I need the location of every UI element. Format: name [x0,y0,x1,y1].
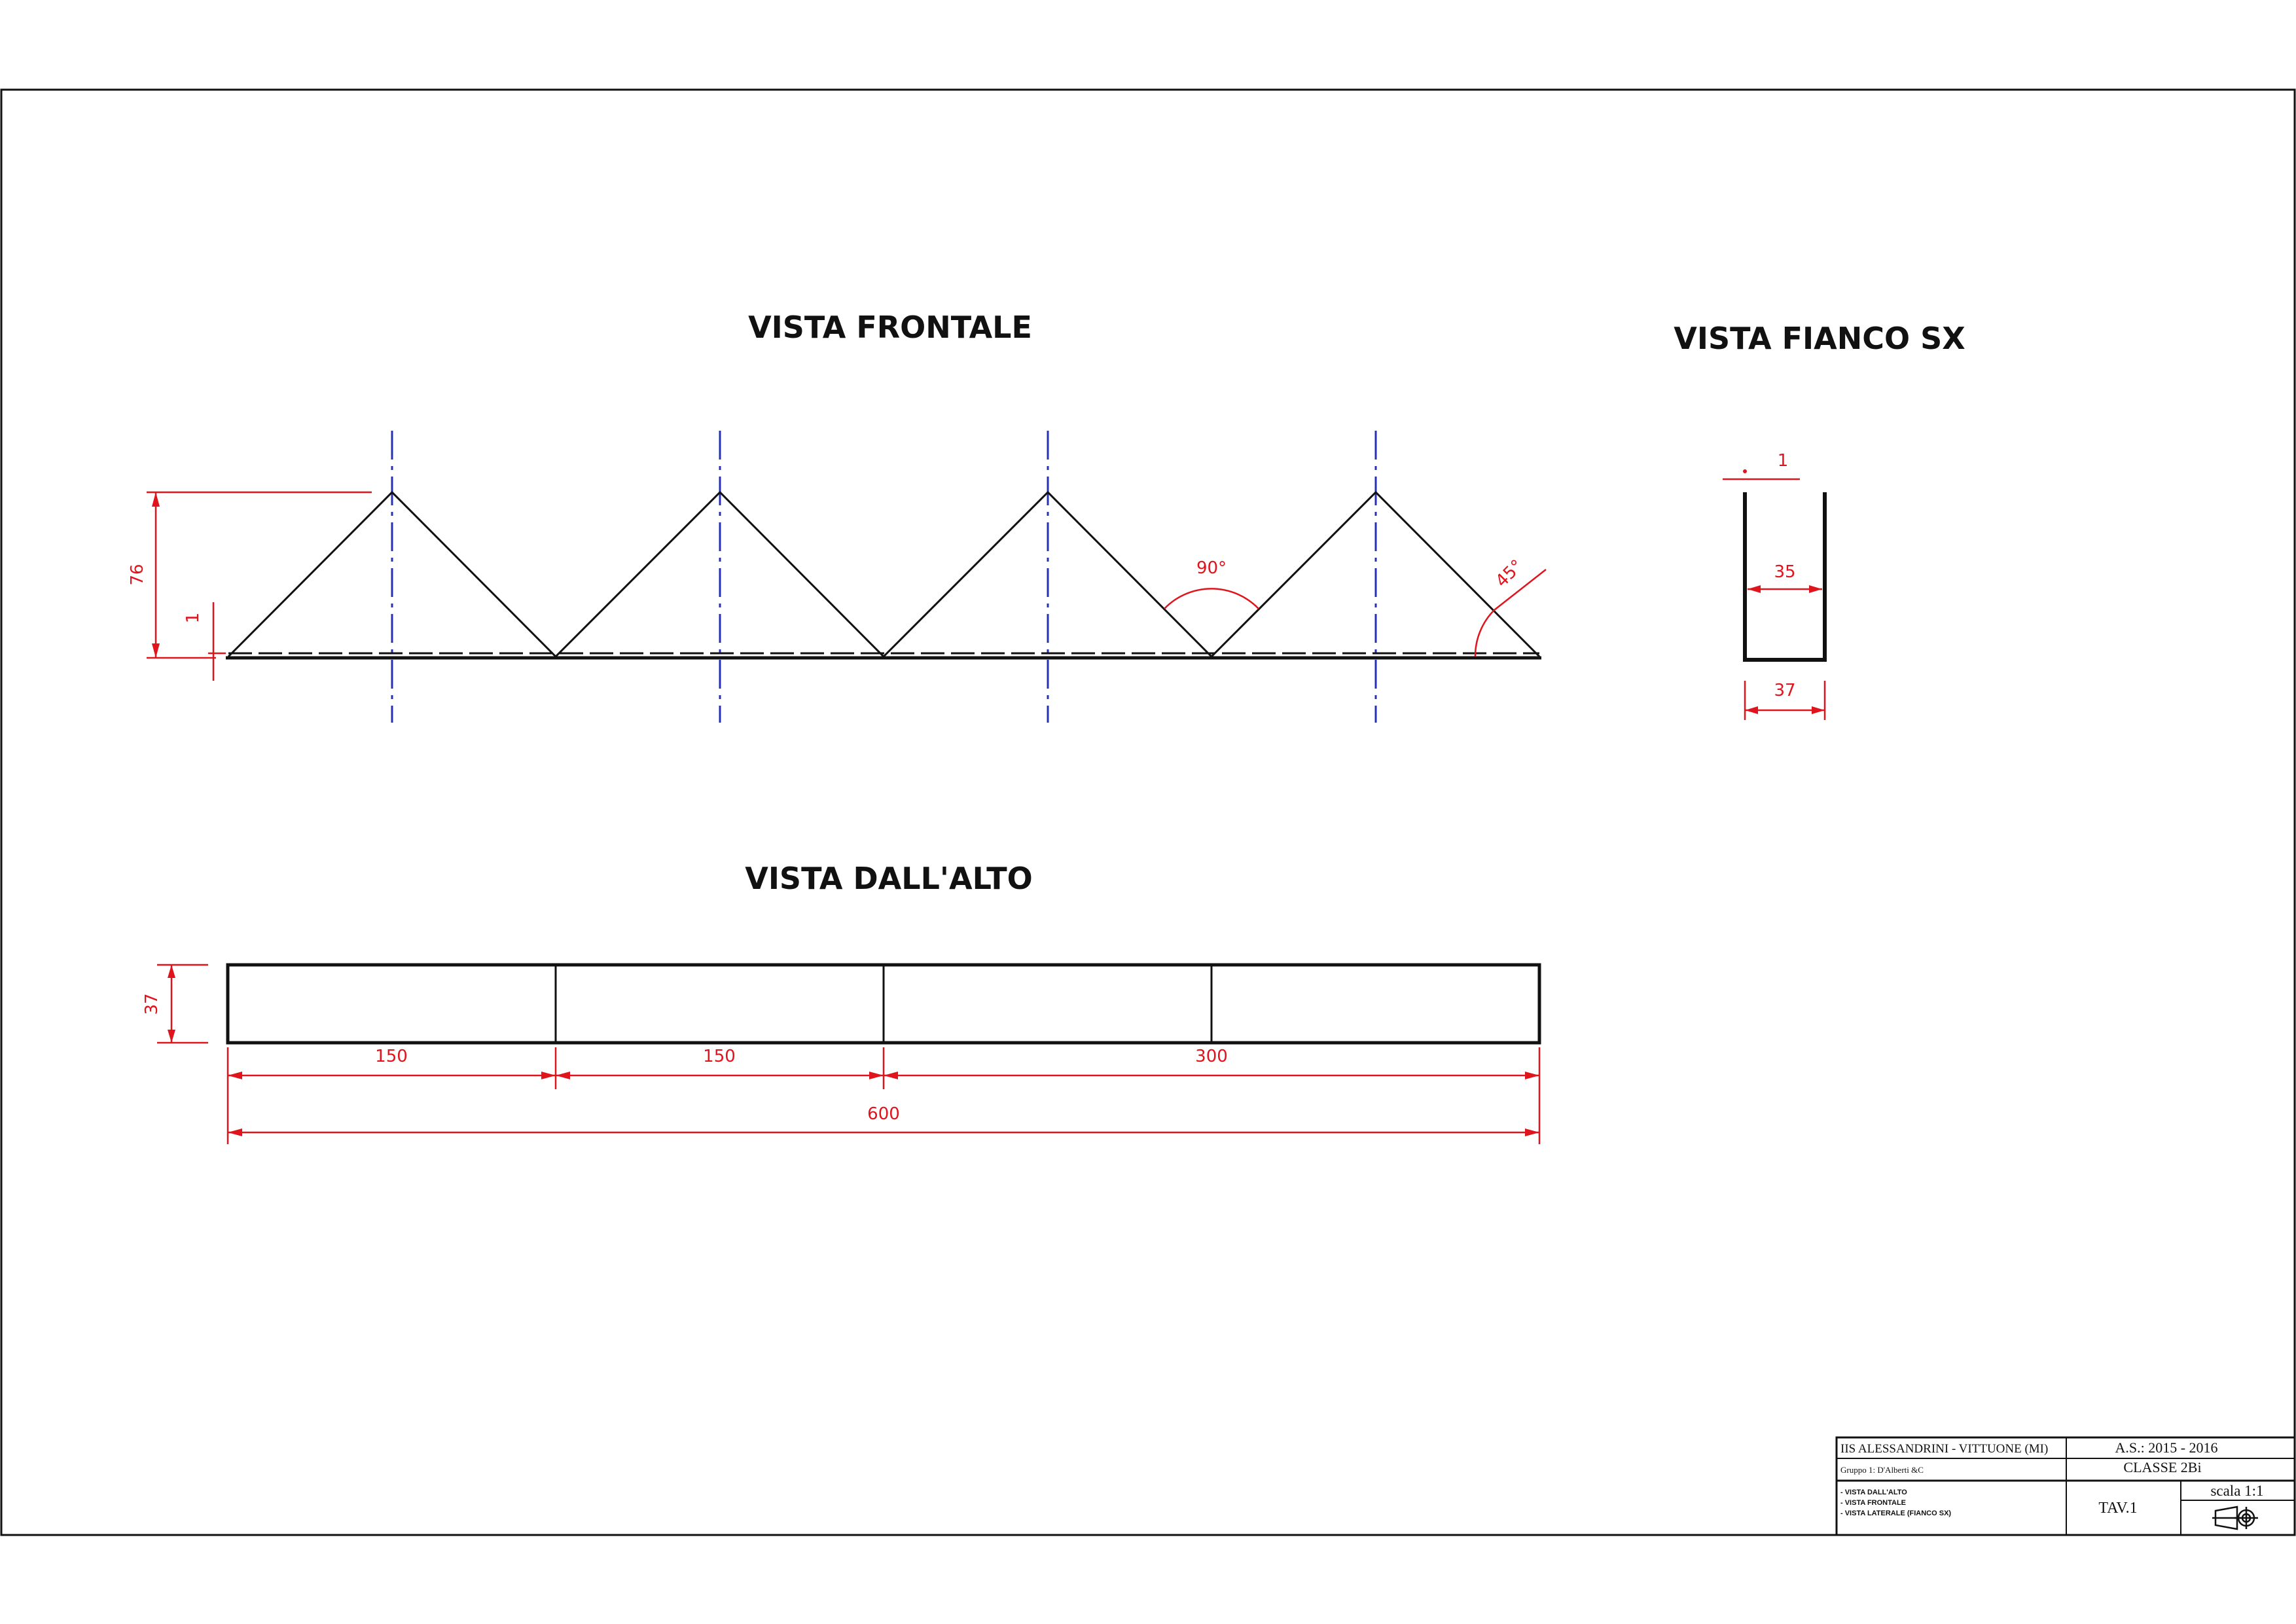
dim-front-thickness: 1 [183,602,226,681]
dim-top-seg3: 300 [884,1047,1539,1079]
tb-class: CLASSE 2Bi [2123,1459,2201,1475]
tb-group: Gruppo 1: D'Alberti &C [1840,1465,1924,1475]
dim-front-height-label: 76 [128,564,147,585]
dim-angle-apex-label: 90° [1196,558,1227,578]
projection-symbol-icon [2212,1506,2258,1530]
side-view-title: VISTA FIANCO SX [1674,321,1965,356]
dim-top-seg2: 150 [556,1047,884,1079]
channel-profile [1743,492,1827,662]
dim-top-seg3-label: 300 [1195,1047,1228,1066]
dim-top-seg2-label: 150 [703,1047,736,1066]
dim-front-height: 76 [128,491,372,659]
dim-angle-apex: 90° [1164,558,1259,609]
dim-side-outer-label: 37 [1774,681,1795,700]
tb-content-3: - VISTA LATERALE (FIANCO SX) [1840,1509,1951,1517]
dim-front-thickness-label: 1 [183,613,203,624]
tb-sheet: TAV.1 [2098,1500,2137,1517]
tb-scale: scala 1:1 [2210,1483,2263,1499]
dim-side-inner-label: 35 [1774,562,1795,582]
sheet-border [0,88,2296,1536]
title-block: IIS ALESSANDRINI - VITTUONE (MI) A.S.: 2… [1835,1436,2296,1536]
dim-side-thickness: 1 [1723,451,1800,480]
dim-side-outer: 37 [1744,681,1826,720]
dim-top-seg1-label: 150 [375,1047,408,1066]
dim-top-depth: 37 [142,964,208,1044]
top-view: VISTA DALL'ALTO 37 150 150 [142,861,1541,1144]
side-view: VISTA FIANCO SX 1 35 37 [1674,321,1965,720]
dim-top-seg1: 150 [228,1047,556,1079]
dim-angle-end-label: 45° [1492,556,1527,591]
dim-top-depth-label: 37 [142,993,162,1015]
tb-school: IIS ALESSANDRINI - VITTUONE (MI) [1840,1442,2048,1456]
front-centerlines [391,431,1377,723]
tb-content-1: - VISTA DALL'ALTO [1840,1489,1907,1496]
dim-side-inner: 35 [1748,562,1822,593]
truss-zigzag [227,490,1541,659]
dim-top-total: 600 [228,1104,1539,1136]
top-view-title: VISTA DALL'ALTO [745,861,1033,896]
dim-angle-end: 45° [1474,556,1547,657]
front-view-title: VISTA FRONTALE [748,310,1032,345]
dim-side-thickness-label: 1 [1778,451,1789,471]
tb-year: A.S.: 2015 - 2016 [2115,1439,2217,1456]
tb-content-2: - VISTA FRONTALE [1840,1499,1906,1507]
dim-top-total-label: 600 [867,1104,900,1124]
front-view: VISTA FRONTALE 76 1 [128,310,1547,723]
